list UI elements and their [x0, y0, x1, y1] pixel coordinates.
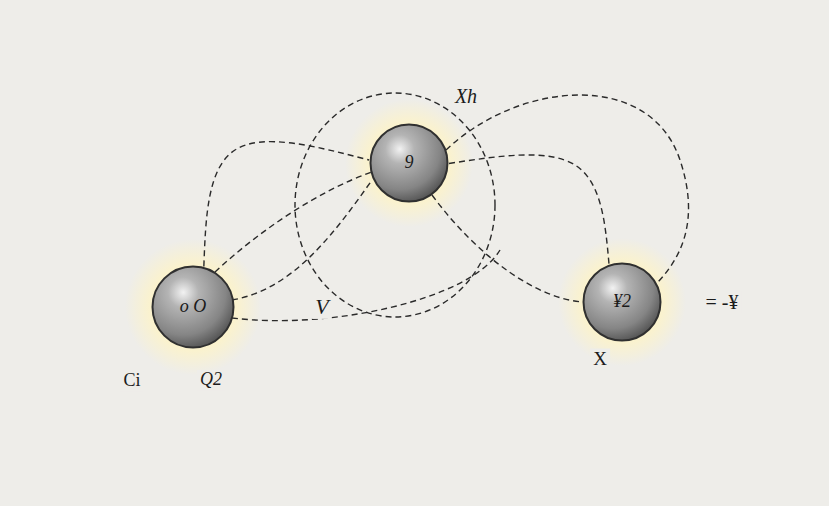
symbol-label: = -¥: [703, 291, 742, 313]
charge-sphere: ¥2: [582, 262, 662, 342]
field-line: [295, 93, 495, 317]
symbol-label: V: [312, 295, 331, 319]
field-line: [446, 95, 689, 285]
symbol-label: Ci: [120, 371, 143, 391]
sphere-outline: [584, 264, 661, 341]
field-line: [204, 142, 369, 267]
charge-sphere: 9: [369, 123, 449, 203]
charge-symbol: 9: [405, 153, 414, 173]
symbol-label: Xh: [452, 85, 480, 107]
symbol-label: X: [590, 349, 610, 370]
sphere-outline: [153, 267, 234, 348]
field-line: [215, 172, 372, 272]
charge-symbol: o O: [180, 297, 207, 317]
symbol-label: Q2: [197, 370, 225, 390]
field-line: [432, 195, 584, 302]
field-line: [232, 180, 372, 300]
sphere-outline: [371, 125, 448, 202]
field-line: [449, 155, 609, 264]
charge-symbol: ¥2: [613, 292, 631, 312]
charge-sphere: o O: [151, 265, 235, 349]
charge-glow: [125, 239, 261, 375]
field-line: [232, 250, 500, 321]
